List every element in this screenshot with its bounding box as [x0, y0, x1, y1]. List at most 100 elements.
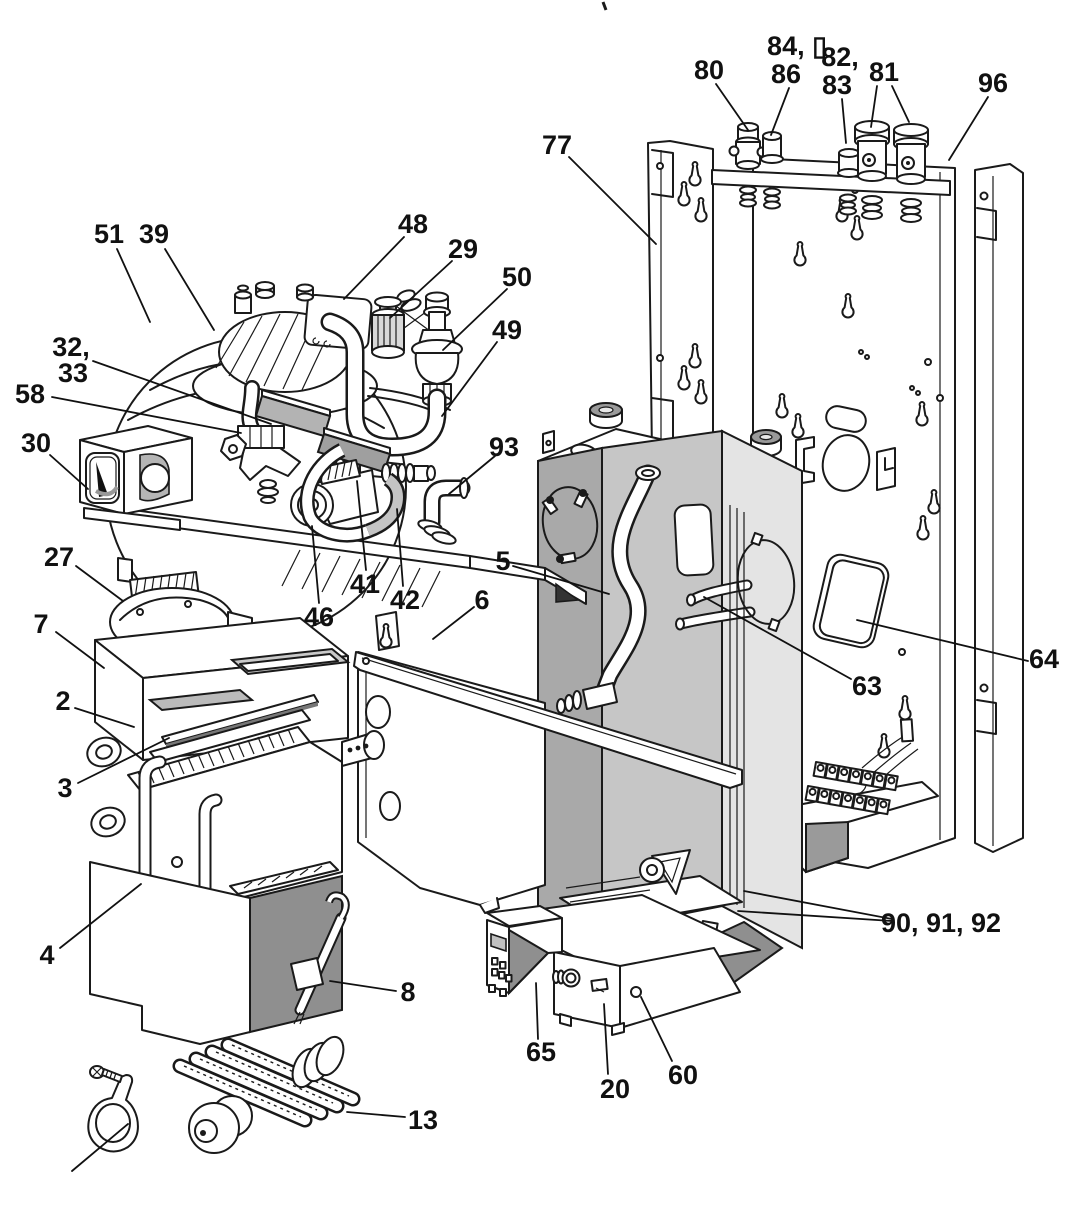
inspection-cover — [812, 553, 890, 649]
leader-line-13 — [346, 1111, 406, 1118]
part-label-8: 8 — [400, 977, 415, 1007]
sensor-pipes — [675, 579, 756, 631]
burner-rails — [172, 1037, 361, 1128]
part-label-41: 41 — [350, 569, 380, 599]
leader-line-7 — [55, 631, 105, 669]
leader-line-5 — [512, 565, 610, 595]
part-label-5: 5 — [495, 546, 510, 576]
gas-valve-knob — [552, 968, 581, 988]
leader-line-27 — [75, 565, 124, 602]
leader-line-90-91-92 — [743, 890, 893, 920]
part-label-60: 60 — [668, 1060, 698, 1090]
injector-manifold — [220, 380, 301, 504]
part-label-51: 51 — [94, 219, 124, 249]
part-label-7: 7 — [33, 609, 48, 639]
leader-line-29 — [389, 260, 453, 319]
elbow-93 — [417, 477, 471, 545]
panel-display — [490, 932, 507, 953]
terminal-row-upper — [812, 761, 899, 792]
burner-assembly — [87, 1035, 361, 1154]
leader-line-81 — [891, 85, 910, 123]
part-label-13: 13 — [408, 1105, 438, 1135]
leader-line-63 — [703, 596, 852, 680]
leader-line-96 — [948, 96, 989, 161]
leader-line-unlabeled-0 — [71, 1123, 129, 1172]
part-label-3: 3 — [57, 773, 72, 803]
leader-line-8 — [329, 980, 397, 992]
part-label-77: 77 — [542, 130, 572, 160]
hose-41 — [299, 443, 371, 543]
leader-line-49 — [441, 341, 498, 417]
part-label-65: 65 — [526, 1037, 556, 1067]
part-label-90-91-92: 90, 91, 92 — [881, 908, 1001, 938]
part-label-64: 64 — [1029, 644, 1059, 674]
part-label-42: 42 — [390, 585, 420, 615]
valve-86 — [760, 131, 784, 164]
leader-line-60 — [640, 996, 673, 1062]
valve-50 — [411, 291, 463, 407]
part-label-82-83-a: 82, — [821, 42, 859, 72]
part-label-81: 81 — [869, 57, 899, 87]
part-label-27: 27 — [44, 542, 74, 572]
baffle-plates — [254, 389, 392, 474]
leader-line-41 — [356, 480, 367, 571]
leader-line-39 — [164, 248, 215, 331]
part-label-84-86-a: 84, ▯ — [767, 31, 827, 61]
gasket-screw — [89, 1065, 123, 1083]
leader-line-32-33-a — [92, 360, 272, 425]
leader-line-84-86-b — [770, 87, 790, 136]
part-label-48: 48 — [398, 209, 428, 239]
leader-line-50 — [442, 288, 508, 351]
front-side-panel — [357, 651, 546, 914]
leader-line-77 — [568, 156, 657, 245]
control-panel — [486, 905, 563, 997]
terminal-block-assembly — [791, 718, 939, 874]
leader-line-46 — [311, 525, 320, 604]
leader-line-51 — [116, 248, 151, 323]
valve-81b — [893, 123, 929, 185]
part-label-30: 30 — [21, 428, 51, 458]
burner-gasket — [87, 1065, 139, 1153]
leader-line-4 — [59, 883, 142, 949]
leader-line-20 — [603, 1003, 609, 1075]
leader-line-6 — [432, 606, 475, 640]
leader-line-48 — [343, 236, 405, 300]
leader-line-58 — [51, 396, 242, 434]
part-label-82-83-b: 83 — [822, 70, 852, 100]
leader-line-80 — [715, 83, 749, 131]
ignition-electrode — [290, 891, 350, 1025]
leader-line-81 — [870, 85, 878, 128]
part-label-80: 80 — [694, 55, 724, 85]
part-label-49: 49 — [492, 315, 522, 345]
part-label-4: 4 — [39, 940, 54, 970]
support-strut — [353, 611, 743, 789]
valve-80 — [728, 122, 768, 170]
part-label-46: 46 — [304, 602, 334, 632]
pump-assembly — [290, 443, 471, 545]
valve-81a — [854, 120, 890, 182]
part-label-50: 50 — [502, 262, 532, 292]
part-label-63: 63 — [852, 671, 882, 701]
part-label-6: 6 — [474, 585, 489, 615]
electrode-ports — [541, 486, 599, 565]
leader-line-64 — [856, 619, 1029, 662]
part-label-39: 39 — [139, 219, 169, 249]
leader-line-30 — [49, 454, 89, 490]
part-label-32-33-a: 32, — [52, 332, 90, 362]
hose-42 — [365, 472, 406, 539]
burner-housing — [89, 861, 350, 1045]
hydraulic-connection-bar — [711, 120, 951, 223]
part-label-84-86-b: 86 — [771, 59, 801, 89]
valve-82-83 — [837, 148, 861, 178]
internal-pipe — [556, 464, 661, 714]
bottom-tray — [491, 894, 761, 1036]
panel-buttons — [491, 957, 513, 983]
part-label-20: 20 — [600, 1074, 630, 1104]
part-label-96: 96 — [978, 68, 1008, 98]
leader-line-65 — [535, 982, 539, 1040]
back-panel — [752, 157, 956, 869]
wall-rail-right — [974, 163, 1024, 853]
leader-line-2 — [74, 707, 135, 728]
